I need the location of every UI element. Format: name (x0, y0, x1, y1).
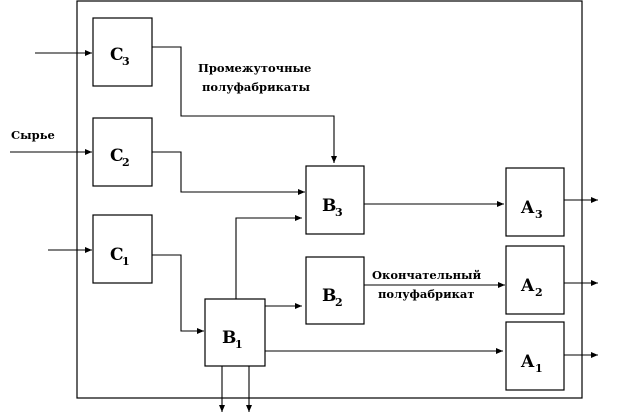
block-b3-index: 3 (335, 206, 343, 219)
block-b2-index: 2 (335, 296, 343, 309)
block-a3: A 3 (505, 167, 565, 237)
block-a3-letter: A (520, 198, 535, 218)
block-c2-index: 2 (122, 156, 130, 169)
final-label-line2: полуфабрикат (378, 287, 475, 301)
link-b1-b3 (235, 215, 302, 299)
block-c1-letter: C (110, 245, 124, 265)
block-c2-letter: C (110, 146, 124, 166)
link-c1-b1 (152, 254, 204, 334)
final-label-line1: Окончательный (372, 268, 482, 282)
block-a3-index: 3 (535, 208, 543, 221)
block-b1-index: 1 (235, 338, 243, 351)
block-a2-index: 2 (535, 286, 543, 299)
block-a2-letter: A (520, 276, 535, 296)
block-c1-index: 1 (122, 255, 130, 268)
block-b2: B 2 (305, 256, 365, 325)
block-c1: C 1 (92, 214, 153, 284)
block-b3: B 3 (305, 165, 365, 235)
block-b1: B 1 (204, 298, 266, 367)
block-a2: A 2 (505, 245, 565, 315)
block-b1-letter: B (222, 328, 236, 348)
block-c2: C 2 (92, 117, 153, 187)
block-b3-letter: B (322, 196, 336, 216)
block-c3: C 3 (92, 17, 153, 87)
block-c3-letter: C (110, 45, 124, 65)
block-c3-index: 3 (122, 55, 130, 68)
link-c2-b3 (152, 151, 305, 195)
block-a1-index: 1 (535, 362, 543, 375)
connections (10, 46, 598, 412)
link-c3-b3 (152, 46, 337, 163)
block-a1: A 1 (505, 321, 565, 391)
block-a1-letter: A (520, 352, 535, 372)
block-b2-letter: B (322, 286, 336, 306)
raw-material-label: Сырье (11, 128, 55, 142)
intermediate-label-line2: полуфабрикаты (202, 80, 311, 94)
intermediate-label-line1: Промежуточные (198, 61, 311, 75)
